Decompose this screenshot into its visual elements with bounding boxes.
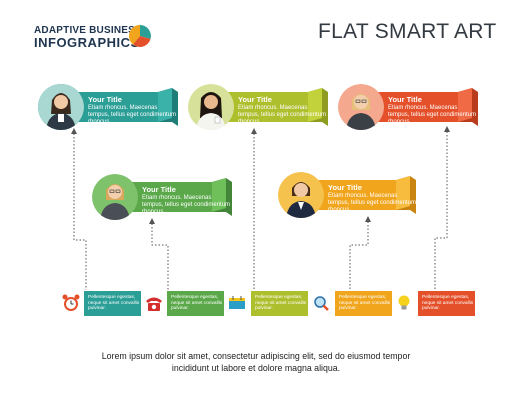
card-1: Your Title Etiam rhoncus. Maecenas tempu… — [62, 88, 178, 126]
bottom-box-5-text: Pellentesque egestas, neque sit amet con… — [422, 295, 474, 312]
footer-line-2: incididunt ut labore et dolore magna ali… — [171, 363, 341, 373]
bottom-box-2-text: Pellentesque egestas, neque sit amet con… — [171, 295, 223, 312]
brand-line-1: ADAPTIVE BUSINESS — [34, 25, 142, 36]
card-2-title: Your Title — [238, 95, 272, 104]
card-2-body: Etiam rhoncus. Maecenas tempus, tellus e… — [238, 105, 327, 125]
brand-line-2: INFOGRAPHICS — [34, 35, 140, 50]
pie-logo-icon — [128, 24, 151, 47]
avatar-5 — [278, 172, 324, 218]
bottom-box-1-text: Pellentesque egestas, neque sit amet con… — [88, 295, 140, 312]
card-1-banner — [62, 88, 178, 126]
bottom-box-1: Pellentesque egestas, neque sit amet con… — [84, 291, 141, 316]
bottom-box-3: Pellentesque egestas, neque sit amet con… — [251, 291, 308, 316]
card-1-title: Your Title — [88, 95, 122, 104]
card-5-banner — [300, 176, 416, 214]
card-1-body: Etiam rhoncus. Maecenas tempus, tellus e… — [88, 105, 177, 125]
card-5: Your Title Etiam rhoncus. Maecenas tempu… — [300, 176, 416, 214]
card-5-body: Etiam rhoncus. Maecenas tempus, tellus e… — [328, 193, 417, 213]
magnifier-icon — [310, 292, 332, 314]
avatar-2 — [188, 84, 234, 130]
bottom-box-5: Pellentesque egestas, neque sit amet con… — [418, 291, 475, 316]
card-5-title: Your Title — [328, 183, 362, 192]
card-3: Your Title Etiam rhoncus. Maecenas tempu… — [362, 88, 478, 126]
bottom-box-4: Pellentesque egestas, neque sit amet con… — [335, 291, 392, 316]
calendar-icon — [226, 292, 248, 314]
card-3-body: Etiam rhoncus. Maecenas tempus, tellus e… — [388, 105, 477, 125]
alarm-clock-icon — [60, 292, 82, 314]
card-2: Your Title Etiam rhoncus. Maecenas tempu… — [212, 88, 328, 126]
footer-line-1: Lorem ipsum dolor sit amet, consectetur … — [101, 351, 411, 361]
light-bulb-icon — [393, 292, 415, 314]
card-4-banner — [116, 178, 232, 216]
card-3-title: Your Title — [388, 95, 422, 104]
card-2-banner — [212, 88, 328, 126]
avatar-4 — [92, 174, 138, 220]
card-3-banner — [362, 88, 478, 126]
avatar-3 — [338, 84, 384, 130]
card-4-body: Etiam rhoncus. Maecenas tempus, tellus e… — [142, 195, 231, 215]
page-title: FLAT SMART ART — [318, 20, 497, 43]
card-4: Your Title Etiam rhoncus. Maecenas tempu… — [116, 178, 232, 216]
card-4-title: Your Title — [142, 185, 176, 194]
bottom-box-3-text: Pellentesque egestas, neque sit amet con… — [255, 295, 307, 312]
telephone-icon — [143, 292, 165, 314]
bottom-box-4-text: Pellentesque egestas, neque sit amet con… — [339, 295, 391, 312]
bottom-box-2: Pellentesque egestas, neque sit amet con… — [167, 291, 224, 316]
avatar-1 — [38, 84, 84, 130]
